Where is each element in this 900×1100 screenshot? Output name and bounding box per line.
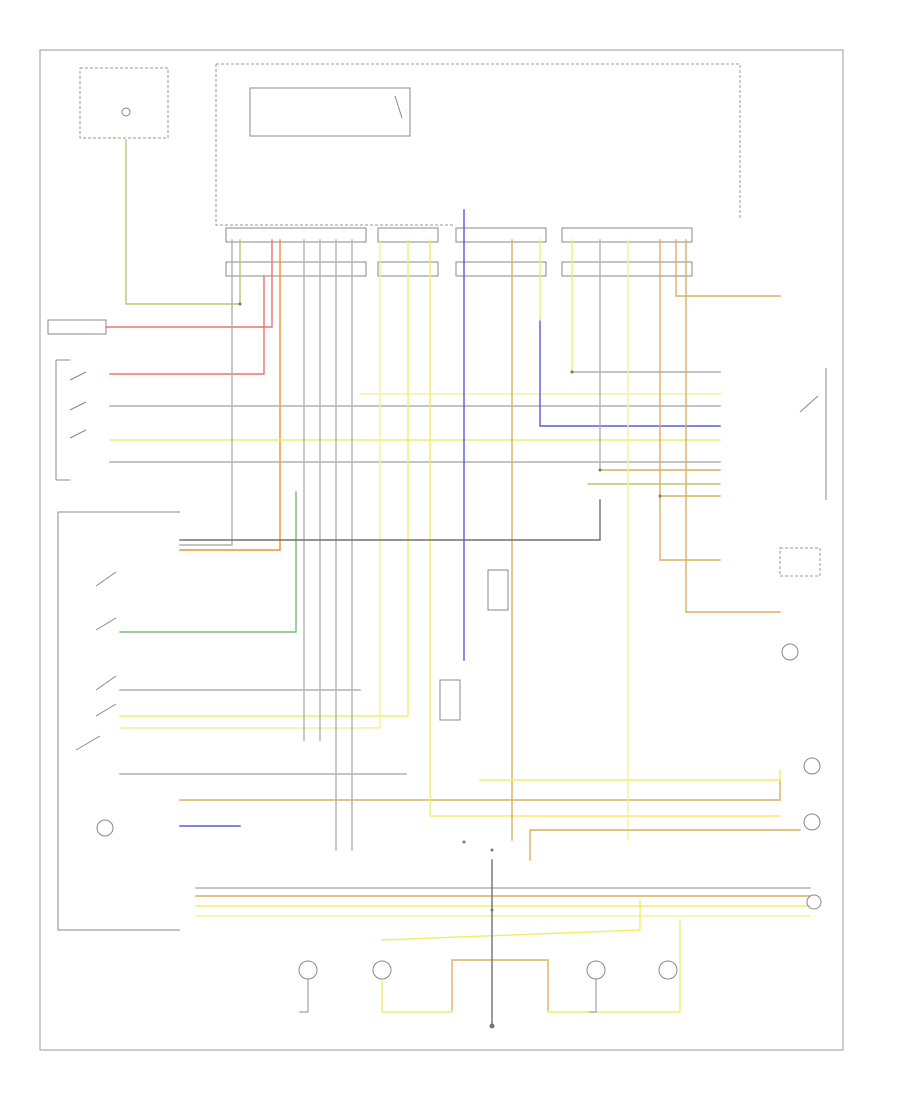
diagram-frame <box>39 49 844 1051</box>
fuse-box-outline <box>215 63 741 226</box>
wire-red-2 <box>109 275 265 375</box>
vertical-wires <box>179 239 781 851</box>
wire-yellow-bottom <box>381 899 641 941</box>
headlight-switch-contacts <box>75 571 117 751</box>
right-high-beam <box>658 960 678 980</box>
wire-yellow-b <box>359 391 721 395</box>
right-lamp-3 <box>803 813 821 831</box>
wire-tan-lower <box>529 829 801 861</box>
wire-yellow-lower <box>479 769 781 781</box>
battery-terminal <box>47 319 107 335</box>
left-switches <box>69 371 87 439</box>
wire-gray-ground-right <box>589 979 597 1013</box>
right-switch-contact <box>799 395 819 413</box>
right-lamp-1 <box>781 643 799 661</box>
instrument-cluster <box>779 547 821 577</box>
relay-box <box>249 87 411 137</box>
lamp-symbol-left <box>96 819 114 837</box>
pin-markers <box>238 302 662 912</box>
left-high-beam <box>372 960 392 980</box>
right-lamp-2 <box>803 757 821 775</box>
wire-blue-2 <box>539 319 721 427</box>
wire-yellow-mid2 <box>119 239 381 729</box>
wire-yellow-mid3 <box>429 239 781 817</box>
wire-green <box>119 491 297 633</box>
headlight-switch-box <box>57 511 180 931</box>
ignition-switch-contact <box>121 107 131 117</box>
wire-yellow-bottom2 <box>381 979 453 1013</box>
wire-yellow-mid1 <box>119 239 409 717</box>
headlight-bus <box>195 887 811 917</box>
wire-orange <box>179 239 281 551</box>
right-headlight-connector <box>806 894 822 910</box>
left-low-beam <box>298 960 318 980</box>
ignition-switch-box <box>79 67 169 139</box>
wire-red-battery <box>105 239 273 328</box>
ground-point <box>489 1023 495 1029</box>
right-low-beam <box>586 960 606 980</box>
wire-dark-long <box>179 499 601 541</box>
headlight-relay-box <box>439 679 461 721</box>
washer-module <box>487 569 509 611</box>
wire-tan-bottom <box>451 959 549 1011</box>
wire-gray-ground-left <box>299 979 309 1013</box>
wire-tan-mid <box>179 779 781 801</box>
engine-box <box>55 359 70 481</box>
wire-olive-ignition <box>125 139 241 305</box>
connector-top-row <box>225 227 693 277</box>
relay-switch <box>394 95 403 119</box>
